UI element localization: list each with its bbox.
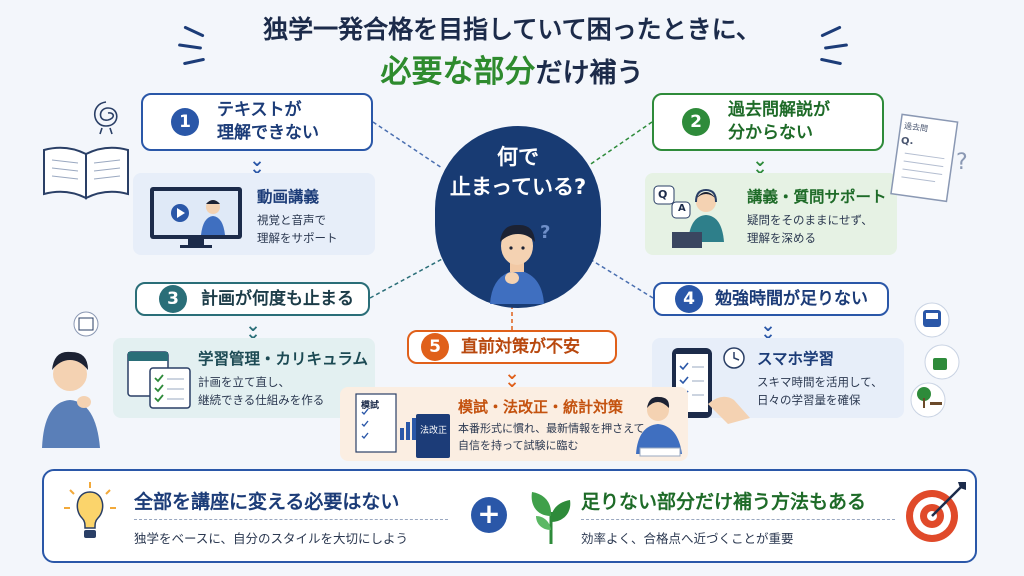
title-line1: 独学一発合格を目指していて困ったときに、 [263,15,761,44]
title-highlight: 必要な部分 [380,54,536,90]
bottom-right-title: 足りない部分だけ補う方法もある [581,491,867,513]
solution-5-title: 模試・法改正・統計対策 [458,398,624,416]
sprout-icon [531,492,571,544]
video-lecture-monitor-illustration [150,187,242,248]
lifestyle-icons [910,302,960,418]
confused-scribble-icon [93,101,118,135]
solution-5-desc: 本番形式に慣れ、最新情報を押さえて 自信を持って試験に臨む [458,422,645,453]
question-mark-icon: ? [956,150,968,175]
chevron-down-icon: ⌄⌄ [504,363,520,392]
studying-person-illustration [636,396,682,457]
divider-line [581,519,895,520]
solution-2-title: 講義・質問サポート [747,188,887,206]
problem-5-number: 5 [421,333,449,361]
schedule-checklist-icon [127,351,191,409]
problem-2-box: 2 過去問解説が 分からない [652,93,884,151]
chat-q-label: Q [658,188,668,201]
problem-3-box: 3 計画が何度も止まる [135,282,370,316]
light-bulb-icon [64,482,116,538]
problem-1-box: 1 テキストが 理解できない [141,93,373,151]
problem-2-text: 過去問解説が 分からない [728,100,830,143]
problem-3-number: 3 [159,285,187,313]
title-line2: 必要な部分だけ補う [0,46,1024,91]
solution-5-card [340,387,688,461]
solution-1-desc: 視覚と音声で 理解をサポート [257,213,338,246]
divider-line [134,519,448,520]
past-exam-q: Q. [901,136,914,147]
chevron-down-icon: ⌄⌄ [760,315,776,344]
solution-2-desc: 疑問をそのままにせず、 理解を深める [747,213,873,246]
problem-5-box: 5 直前対策が不安 [407,330,617,364]
problem-5-text: 直前対策が不安 [461,336,580,357]
question-mark-icon: ? [540,222,551,243]
chevron-down-icon: ⌄⌄ [752,150,768,179]
past-exam-paper-icon [890,113,959,203]
solution-3-desc: 計画を立て直し、 継続できる仕組みを作る [198,375,325,408]
mock-exam-materials-illustration [355,393,450,458]
mock-exam-label: 模試 [361,401,380,411]
law-book-label: 法改正 [420,426,448,436]
open-book-icon [43,146,129,200]
solution-4-desc: スキマ時間を活用して、 日々の学習量を確保 [757,375,883,408]
chevron-down-icon: ⌄⌄ [249,150,265,179]
chevron-down-icon: ⌄⌄ [245,315,261,344]
title-rest: だけ補う [535,58,644,89]
problem-2-number: 2 [682,108,710,136]
bottom-right-desc: 効率よく、合格点へ近づくことが重要 [581,531,794,546]
problem-4-text: 勉強時間が足りない [715,288,868,309]
solution-4-title: スマホ学習 [757,350,835,368]
target-icon [906,482,966,542]
solution-1-title: 動画講義 [257,188,320,206]
problem-1-number: 1 [171,108,199,136]
problem-4-number: 4 [675,285,703,313]
center-question-text: 何で 止まっている? [449,145,587,200]
problem-4-box: 4 勉強時間が足りない [653,282,889,316]
bottom-summary-banner [42,469,977,563]
problem-3-text: 計画が何度も止まる [201,288,354,309]
thinking-man-calendar-illustration [42,311,100,448]
bottom-left-desc: 独学をベースに、自分のスタイルを大切にしよう [134,531,409,546]
solution-3-title: 学習管理・カリキュラム [198,350,369,368]
support-operator-illustration [653,185,724,248]
thinking-person-illustration [490,224,544,304]
bottom-left-title: 全部を講座に変える必要はない [134,491,400,513]
chat-a-label: A [678,203,686,214]
problem-1-text: テキストが 理解できない [217,100,319,143]
plus-icon: + [471,497,507,533]
